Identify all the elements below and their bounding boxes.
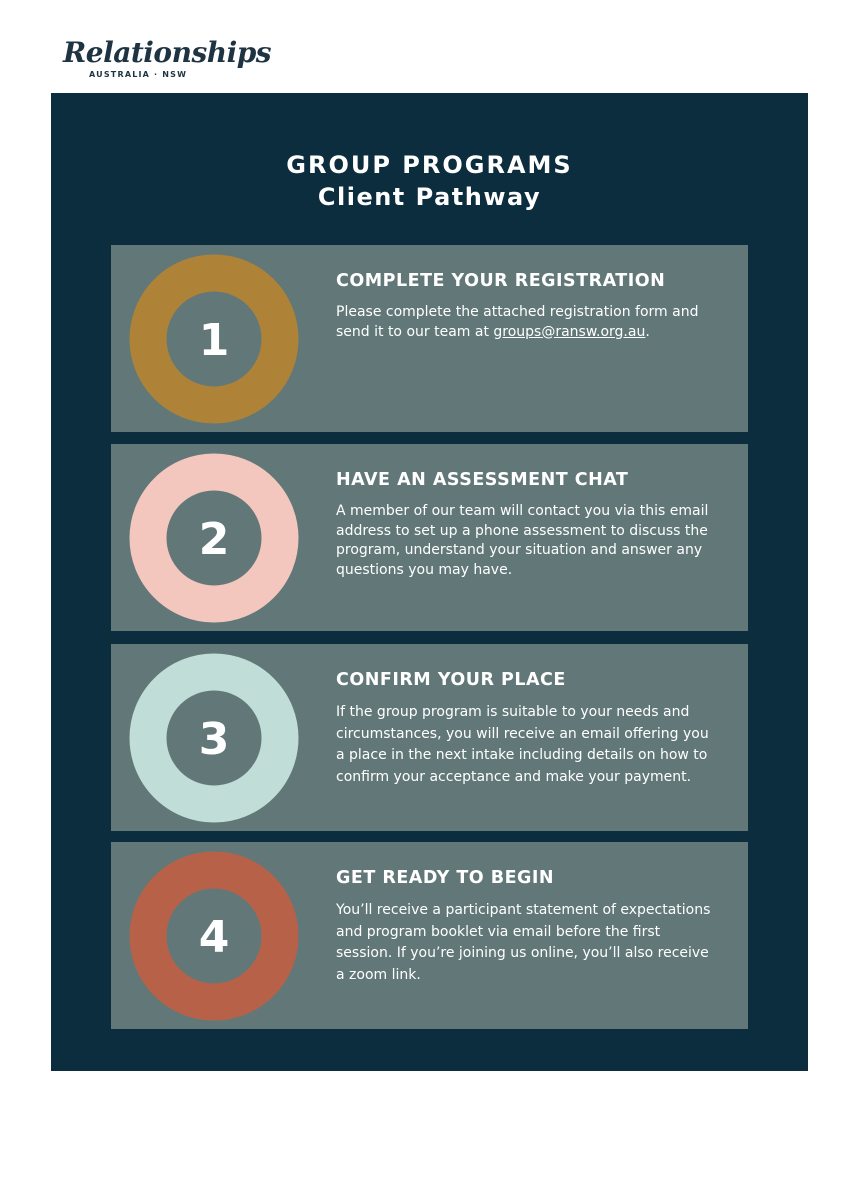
step-text-1-intro: Please complete the attached registratio… xyxy=(336,304,699,340)
ring-2-shape xyxy=(129,453,299,623)
ring-1-shape xyxy=(129,254,299,424)
step-number-3: 3 xyxy=(199,714,230,765)
step-number-4: 4 xyxy=(199,912,230,963)
logo-subtitle: AUSTRALIA · NSW xyxy=(89,70,188,79)
step-card-2: 2 HAVE AN ASSESSMENT CHAT A member of ou… xyxy=(111,444,748,631)
step-ring-4: 4 xyxy=(129,851,299,1021)
step-text-2: A member of our team will contact you vi… xyxy=(336,503,709,578)
step-title-3: CONFIRM YOUR PLACE xyxy=(336,670,566,690)
groups-email-link[interactable]: groups@ransw.org.au xyxy=(493,323,646,340)
step-ring-1: 1 xyxy=(129,254,299,424)
ring-4-shape xyxy=(129,851,299,1021)
pathway-panel: GROUP PROGRAMS Client Pathway 1 COMPLETE… xyxy=(51,93,808,1071)
step-number-2: 2 xyxy=(199,514,230,565)
step-card-3: 3 CONFIRM YOUR PLACE If the group progra… xyxy=(111,644,748,831)
step-number-1: 1 xyxy=(199,315,230,366)
step-text-1: Please complete the attached registratio… xyxy=(336,303,711,342)
relationships-australia-logo: Relationships AUSTRALIA · NSW xyxy=(63,36,272,86)
page-subtitle: Client Pathway xyxy=(317,183,542,211)
step-title-1: COMPLETE YOUR REGISTRATION xyxy=(336,271,666,291)
step-text-4: You’ll receive a participant statement o… xyxy=(336,902,711,983)
step-ring-3: 3 xyxy=(129,653,299,823)
step-title-4: GET READY TO BEGIN xyxy=(336,868,555,888)
step-title-2: HAVE AN ASSESSMENT CHAT xyxy=(336,470,629,490)
ring-3-shape xyxy=(129,653,299,823)
page-title: GROUP PROGRAMS xyxy=(286,151,573,179)
step-card-1: 1 COMPLETE YOUR REGISTRATION Please comp… xyxy=(111,245,748,432)
step-text-1-end: . xyxy=(645,323,650,340)
step-ring-2: 2 xyxy=(129,453,299,623)
step-text-3: If the group program is suitable to your… xyxy=(336,704,709,785)
logo-wordmark: Relationships xyxy=(63,36,272,69)
step-card-4: 4 GET READY TO BEGIN You’ll receive a pa… xyxy=(111,842,748,1029)
